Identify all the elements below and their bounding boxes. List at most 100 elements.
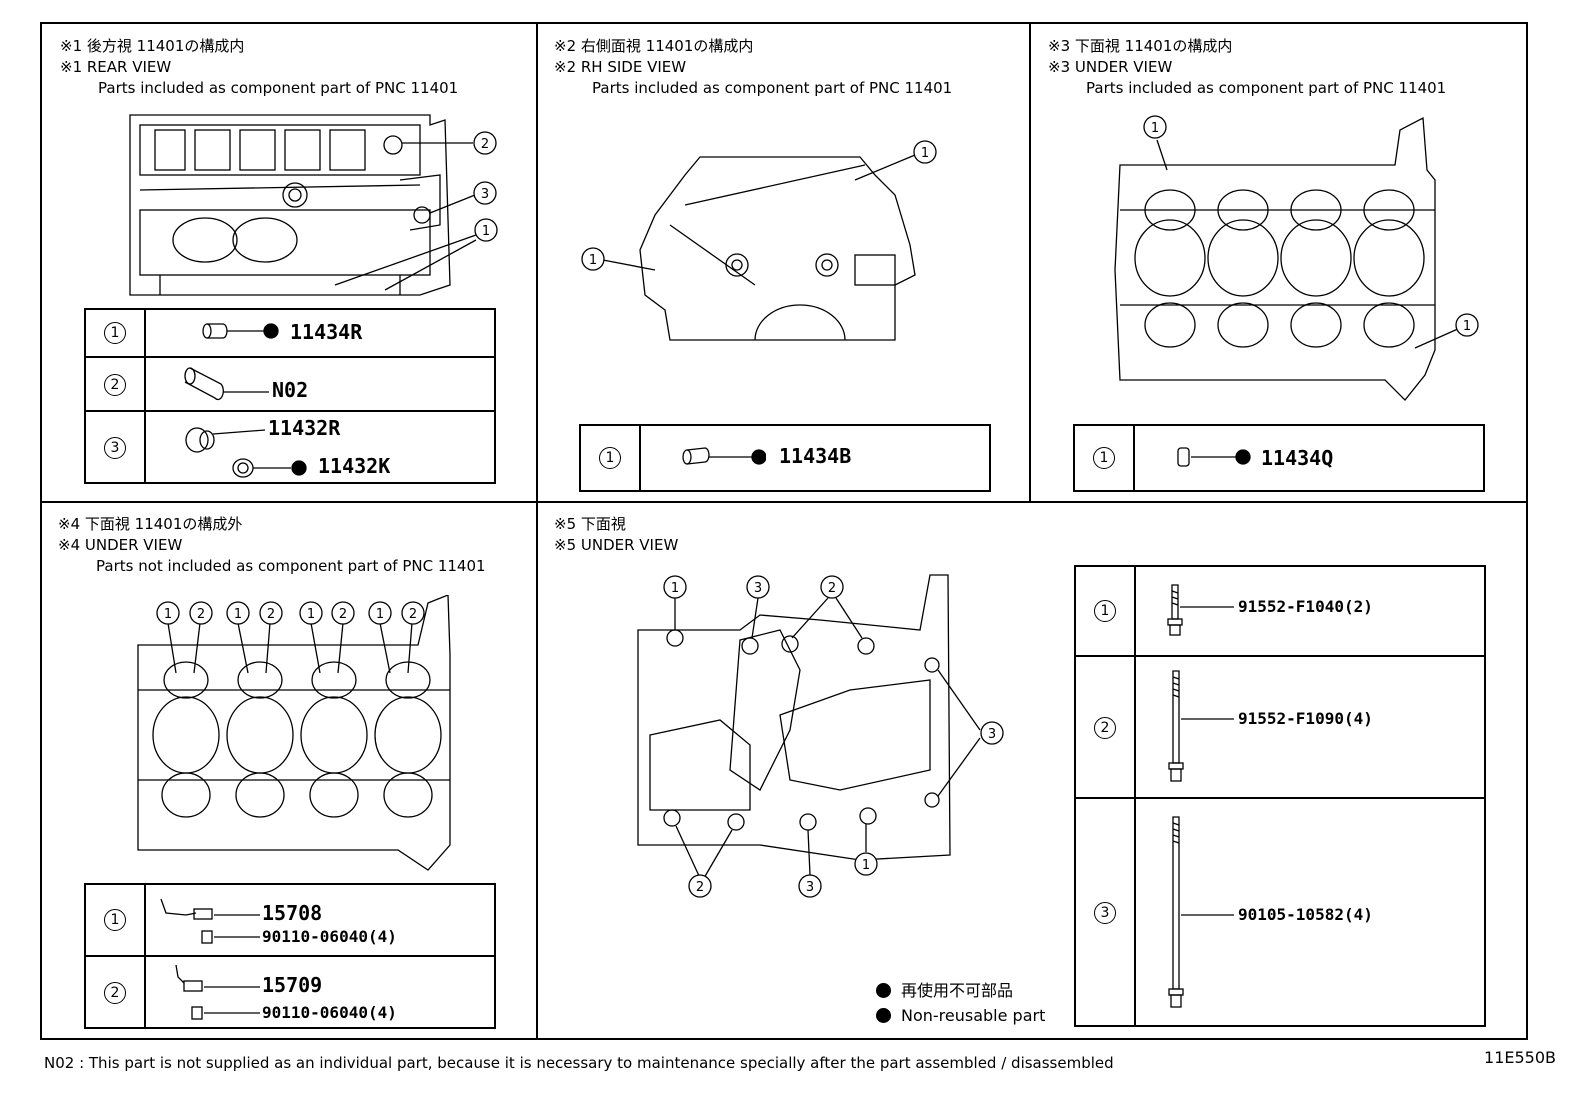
row-index: 1 bbox=[1094, 600, 1116, 622]
rh-side-view-drawing: 1 1 bbox=[581, 140, 937, 341]
pin-icon bbox=[682, 447, 766, 465]
diagram-code: 11E550B bbox=[1484, 1048, 1556, 1067]
table-row: 2 91552-F1090(4) bbox=[1076, 655, 1484, 799]
part-number: 90105-10582(4) bbox=[1238, 905, 1373, 924]
footer-note: N02 : This part is not supplied as an in… bbox=[44, 1054, 1114, 1072]
table-row: 2 N02 bbox=[86, 356, 494, 412]
callout-1: 1 bbox=[164, 607, 172, 622]
legend-item: Non-reusable part bbox=[876, 1003, 1045, 1028]
panel-2-jp-title: ※2 右側面視 11401の構成内 bbox=[554, 37, 754, 55]
rear-view-drawing: 2 3 1 bbox=[129, 114, 498, 296]
under-view-drawing: 1 1 bbox=[1114, 115, 1479, 401]
row-index: 1 bbox=[104, 322, 126, 344]
row-index: 1 bbox=[1093, 447, 1115, 469]
callout-3: 3 bbox=[806, 880, 814, 895]
panel-5-parts-table: 1 91552-F1040(2) 2 91552-F1090(4) 3 9010… bbox=[1074, 565, 1486, 1027]
callout-1: 1 bbox=[1463, 319, 1471, 334]
callout-1: 1 bbox=[376, 607, 384, 622]
callout-1: 1 bbox=[862, 858, 870, 873]
row-index: 3 bbox=[1094, 902, 1116, 924]
plug-icon bbox=[185, 427, 307, 478]
callout-1: 1 bbox=[482, 224, 490, 239]
part-number: 90110-06040(4) bbox=[262, 927, 397, 946]
callout-3: 3 bbox=[754, 581, 762, 596]
part-number: 11432K bbox=[318, 454, 391, 478]
legend-en: Non-reusable part bbox=[901, 1006, 1046, 1025]
row-index: 1 bbox=[599, 447, 621, 469]
panel-3-jp-title: ※3 下面視 11401の構成内 bbox=[1048, 37, 1233, 55]
row-index: 2 bbox=[1094, 717, 1116, 739]
table-row: 1 11434R bbox=[86, 310, 494, 356]
panel-5-jp-title: ※5 下面視 bbox=[554, 515, 626, 533]
callout-3: 3 bbox=[988, 727, 996, 742]
panel-2-en-title: ※2 RH SIDE VIEW bbox=[554, 58, 687, 76]
table-row: 2 15709 90110-06040(4) bbox=[86, 955, 494, 1029]
callout-1: 1 bbox=[234, 607, 242, 622]
table-row: 1 15708 90110-06040(4) bbox=[86, 885, 494, 955]
panel-1-parts-table: 1 11434R 2 N02 3 11432R 11432K bbox=[84, 308, 496, 484]
callout-1: 1 bbox=[671, 581, 679, 596]
legend-item: 再使用不可部品 bbox=[876, 978, 1045, 1003]
part-number: 11434Q bbox=[1261, 446, 1334, 470]
panel-5-en-title: ※5 UNDER VIEW bbox=[554, 536, 679, 554]
part-number: 90110-06040(4) bbox=[262, 1003, 397, 1022]
panel-4-note: Parts not included as component part of … bbox=[96, 557, 486, 575]
non-reusable-dot-icon bbox=[876, 983, 891, 998]
panel-1-caption: ※1 後方視 11401の構成内 ※1 REAR VIEW Parts incl… bbox=[60, 36, 458, 99]
row-index: 2 bbox=[104, 982, 126, 1004]
callout-2: 2 bbox=[828, 581, 836, 596]
diagram-frame bbox=[40, 22, 1528, 1040]
table-row: 3 90105-10582(4) bbox=[1076, 797, 1484, 1027]
panel-3-en-title: ※3 UNDER VIEW bbox=[1048, 58, 1173, 76]
part-number: 11432R bbox=[268, 416, 341, 440]
pin-icon bbox=[1177, 447, 1251, 467]
panel-3-caption: ※3 下面視 11401の構成内 ※3 UNDER VIEW Parts inc… bbox=[1048, 36, 1446, 99]
panel-3-note: Parts included as component part of PNC … bbox=[1086, 79, 1447, 97]
part-number: 15709 bbox=[262, 973, 323, 997]
divider bbox=[40, 501, 1528, 503]
divider bbox=[536, 22, 538, 1040]
oil-jet-icon bbox=[160, 898, 260, 944]
panel-3-parts-table: 1 11434Q bbox=[1073, 424, 1485, 492]
bolt-icon bbox=[1167, 584, 1234, 636]
row-index: 3 bbox=[104, 437, 126, 459]
panel-2-note: Parts included as component part of PNC … bbox=[592, 79, 953, 97]
table-row: 1 11434B bbox=[581, 426, 989, 490]
under-view-drawing: 1 2 1 2 1 2 1 2 bbox=[137, 595, 451, 871]
callout-1: 1 bbox=[921, 146, 929, 161]
panel-4-en-title: ※4 UNDER VIEW bbox=[58, 536, 183, 554]
bolt-icon bbox=[1168, 816, 1234, 1008]
panel-5-caption: ※5 下面視 ※5 UNDER VIEW bbox=[554, 514, 678, 556]
pin-icon bbox=[202, 323, 279, 339]
table-row: 1 91552-F1040(2) bbox=[1076, 567, 1484, 655]
callout-3: 3 bbox=[481, 187, 489, 202]
part-number: 11434R bbox=[290, 320, 363, 344]
table-row: 1 11434Q bbox=[1075, 426, 1483, 490]
part-number: 91552-F1040(2) bbox=[1238, 597, 1373, 616]
table-row: 3 11432R 11432K bbox=[86, 410, 494, 484]
panel-4-caption: ※4 下面視 11401の構成外 ※4 UNDER VIEW Parts not… bbox=[58, 514, 486, 577]
legend: 再使用不可部品 Non-reusable part bbox=[876, 978, 1045, 1028]
part-number: 11434B bbox=[779, 444, 852, 468]
panel-4-jp-title: ※4 下面視 11401の構成外 bbox=[58, 515, 243, 533]
part-number: N02 bbox=[272, 378, 309, 402]
callout-2: 2 bbox=[267, 607, 275, 622]
panel-1-jp-title: ※1 後方視 11401の構成内 bbox=[60, 37, 245, 55]
callout-2: 2 bbox=[197, 607, 205, 622]
part-number: 15708 bbox=[262, 901, 323, 925]
callout-1: 1 bbox=[1151, 121, 1159, 136]
panel-2-caption: ※2 右側面視 11401の構成内 ※2 RH SIDE VIEW Parts … bbox=[554, 36, 952, 99]
bolt-icon bbox=[1168, 670, 1234, 782]
dowel-icon bbox=[184, 367, 269, 401]
callout-2: 2 bbox=[481, 137, 489, 152]
row-index: 2 bbox=[104, 374, 126, 396]
panel-1-note: Parts included as component part of PNC … bbox=[98, 79, 459, 97]
callout-2: 2 bbox=[339, 607, 347, 622]
row-index: 1 bbox=[104, 909, 126, 931]
non-reusable-dot-icon bbox=[876, 1008, 891, 1023]
under-view-drawing: 1 3 2 3 2 3 1 bbox=[637, 574, 1004, 898]
callout-2: 2 bbox=[409, 607, 417, 622]
panel-2-parts-table: 1 11434B bbox=[579, 424, 991, 492]
callout-1: 1 bbox=[589, 253, 597, 268]
callout-2: 2 bbox=[696, 880, 704, 895]
